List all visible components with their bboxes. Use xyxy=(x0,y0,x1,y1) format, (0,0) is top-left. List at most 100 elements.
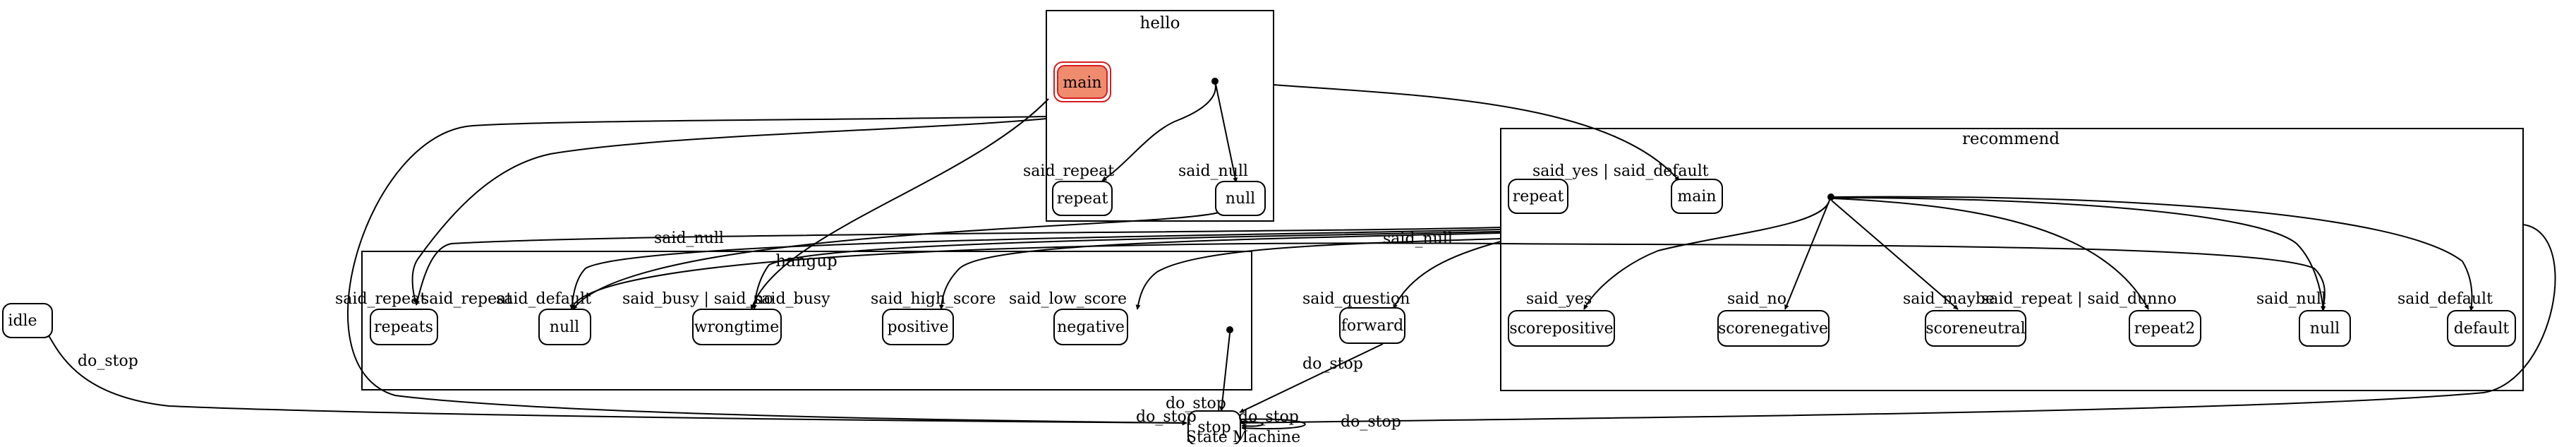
hello-initial-dot xyxy=(1211,78,1219,85)
state-hello-null[interactable]: null xyxy=(1215,181,1266,216)
edge-label: said_repeat | said_dunno xyxy=(1981,290,2177,308)
edge-label: said_null xyxy=(1383,230,1453,248)
edge-rec-init-scorenegative xyxy=(1784,201,1830,310)
edge-label: said_null xyxy=(2256,290,2326,308)
edge-stop-self-b xyxy=(1240,421,1264,429)
edge-label: said_no xyxy=(1727,290,1786,308)
edge-label: said_low_score xyxy=(1009,290,1127,308)
cluster-hello: hello xyxy=(1046,10,1274,222)
edge-rec-init-default xyxy=(1833,196,2474,311)
cluster-hangup: hangup xyxy=(361,251,1252,391)
edge-label: said_busy xyxy=(754,290,830,308)
edge-stop-self-a xyxy=(1240,418,1306,431)
state-rec-main[interactable]: main xyxy=(1671,179,1723,214)
cluster-hello-title: hello xyxy=(1140,14,1180,32)
edge-label: do_stop xyxy=(1166,395,1226,412)
state-rec-repeat2-label: repeat2 xyxy=(2134,320,2196,338)
edge-label: said_null xyxy=(1178,162,1248,180)
state-rec-repeat[interactable]: repeat xyxy=(1508,179,1568,214)
recommend-initial-dot xyxy=(1827,193,1834,201)
state-rec-default-label: default xyxy=(2454,320,2510,338)
state-forward-label: forward xyxy=(1341,317,1403,335)
edge-rec-init-repeat2 xyxy=(1832,198,2149,310)
edge-hello-null-hangnull xyxy=(572,211,1222,310)
state-hang-negative[interactable]: negative xyxy=(1053,309,1128,345)
state-hello-main[interactable]: main xyxy=(1053,61,1111,102)
state-hang-wrongtime[interactable]: wrongtime xyxy=(692,309,782,345)
state-hello-repeat[interactable]: repeat xyxy=(1052,181,1113,216)
state-rec-scorenegative[interactable]: scorenegative xyxy=(1717,310,1830,347)
edge-label: said_repeat xyxy=(421,290,512,308)
state-rec-scorenegative-label: scorenegative xyxy=(1718,320,1828,338)
edge-rec-init-scorepositive xyxy=(1583,199,1830,310)
state-hang-wrongtime-label: wrongtime xyxy=(694,318,780,336)
edge-label: said_busy | said_no xyxy=(622,290,773,308)
cluster-recommend-title: recommend xyxy=(1962,130,2060,148)
state-rec-repeat2[interactable]: repeat2 xyxy=(2129,310,2201,347)
edge-hello-init-null xyxy=(1215,83,1238,183)
edge-rec-init-scoreneutral xyxy=(1831,200,1959,310)
edge-forward-stop xyxy=(1239,343,1384,413)
state-rec-scoreneutral[interactable]: scoreneutral xyxy=(1925,310,2026,347)
edge-label: said_default xyxy=(496,290,591,308)
edge-label: said_null xyxy=(654,230,724,247)
edge-label: do_stop xyxy=(1341,413,1401,431)
state-rec-null-label: null xyxy=(2310,320,2340,338)
edge-rec-positive xyxy=(938,232,1501,310)
state-rec-null[interactable]: null xyxy=(2299,310,2351,347)
edge-label: said_yes | said_default xyxy=(1532,162,1709,180)
state-hang-positive[interactable]: positive xyxy=(882,309,954,345)
edge-rec-init-null xyxy=(1833,197,2326,311)
edge-hello-init-repeat xyxy=(1101,82,1216,181)
edge-rec-hangnull xyxy=(569,229,1501,310)
edge-label: said_question xyxy=(1302,290,1410,308)
edge-label: said_repeat xyxy=(1023,162,1114,180)
edge-label: said_repeat xyxy=(335,290,426,308)
edge-cross-recnull xyxy=(571,242,2326,311)
edge-label: do_stop xyxy=(78,352,138,370)
edge-hello-stop xyxy=(347,116,1187,426)
edge-hangup-stop xyxy=(1219,333,1230,412)
state-hang-negative-label: negative xyxy=(1057,318,1125,336)
edge-rec-stop xyxy=(1240,224,2556,426)
state-stop-label: stop xyxy=(1197,419,1230,436)
state-rec-scorepositive-label: scorepositive xyxy=(1509,320,1613,338)
edge-rec-wrongtime xyxy=(751,231,1501,310)
edge-idle-stop xyxy=(42,324,1187,426)
edge-label: said_default xyxy=(2397,290,2493,308)
state-hello-repeat-label: repeat xyxy=(1057,190,1108,208)
state-hang-repeats-label: repeats xyxy=(374,318,433,336)
edge-label: do_stop xyxy=(1238,408,1299,426)
state-rec-default[interactable]: default xyxy=(2447,310,2516,347)
edge-rec-forward xyxy=(1393,241,1501,309)
hangup-initial-dot xyxy=(1226,326,1233,333)
state-hang-null-label: null xyxy=(550,318,579,336)
diagram-caption: State Machine xyxy=(1186,429,1300,444)
state-forward[interactable]: forward xyxy=(1339,307,1405,344)
state-rec-main-label: main xyxy=(1677,188,1716,205)
state-rec-scoreneutral-label: scoreneutral xyxy=(1925,320,2025,338)
state-rec-repeat-label: repeat xyxy=(1513,188,1564,205)
edge-hello-repeats xyxy=(411,118,1047,304)
edge-label: said_maybe xyxy=(1903,290,1995,308)
state-stop[interactable]: stop xyxy=(1187,410,1241,446)
edge-rec-repeats xyxy=(415,227,1501,306)
state-rec-scorepositive[interactable]: scorepositive xyxy=(1508,310,1615,347)
edge-hello-rec-main xyxy=(1273,84,1680,181)
edge-label: do_stop xyxy=(1136,408,1197,426)
edge-label: said_yes xyxy=(1526,290,1592,308)
edge-labels: said_repeat said_null said_yes | said_de… xyxy=(78,162,2493,431)
edge-label: do_stop xyxy=(1302,355,1363,373)
edge-rec-negative xyxy=(1135,238,1501,310)
state-hang-null[interactable]: null xyxy=(538,309,591,345)
state-hello-main-label: main xyxy=(1063,74,1101,92)
state-hello-null-label: null xyxy=(1226,190,1255,208)
edge-label: said_high_score xyxy=(871,290,996,308)
edge-hello-wrongtime xyxy=(750,98,1049,310)
state-hang-repeats[interactable]: repeats xyxy=(370,309,438,345)
state-hang-positive-label: positive xyxy=(888,318,949,336)
state-idle-label: idle xyxy=(8,312,37,330)
state-idle[interactable]: idle xyxy=(2,303,53,338)
